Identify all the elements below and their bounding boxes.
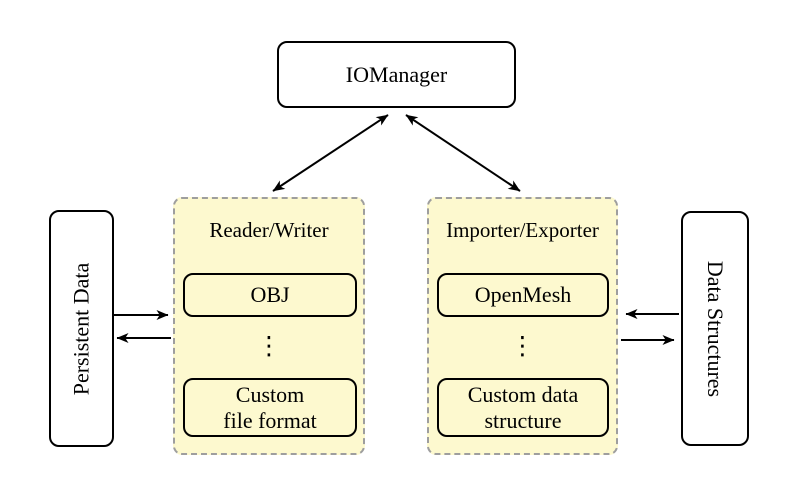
node-persistent-data-label: Persistent Data <box>68 262 94 395</box>
node-data-structures-label: Data Structures <box>703 260 729 397</box>
node-data-structures: Data Structures <box>681 211 749 446</box>
node-custom-file-format: Custom file format <box>183 378 357 437</box>
node-iomanager: IOManager <box>277 41 516 108</box>
group-importer-exporter-title: Importer/Exporter <box>446 218 599 242</box>
node-openmesh-label: OpenMesh <box>474 282 572 307</box>
node-obj: OBJ <box>183 273 357 317</box>
node-custom-file-format-label: Custom file format <box>223 381 317 433</box>
node-custom-data-structure: Custom data structure <box>437 378 609 437</box>
ellipsis-right: ⋮ <box>510 331 535 360</box>
node-obj-label: OBJ <box>250 282 290 307</box>
arrow-iomanager-readerwriter <box>272 114 389 192</box>
arrow-iomanager-importerexporter <box>405 114 521 192</box>
ellipsis-left: ⋮ <box>256 331 282 360</box>
node-openmesh: OpenMesh <box>437 273 609 317</box>
node-custom-data-structure-label: Custom data structure <box>467 381 579 433</box>
node-iomanager-label: IOManager <box>345 61 448 87</box>
node-persistent-data: Persistent Data <box>49 210 114 447</box>
group-reader-writer-title: Reader/Writer <box>209 218 329 242</box>
